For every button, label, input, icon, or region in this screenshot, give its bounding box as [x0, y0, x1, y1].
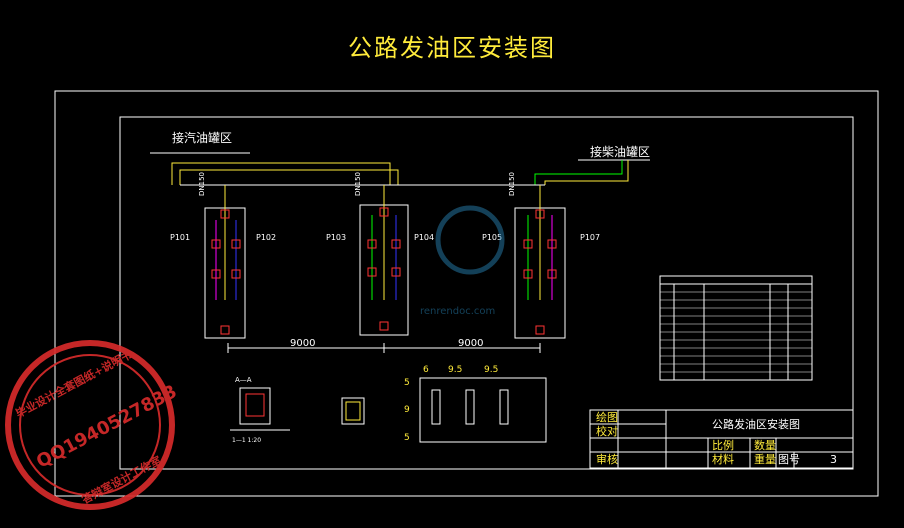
- svg-text:DN150: DN150: [354, 172, 362, 196]
- weight-label: 重量: [754, 452, 776, 466]
- sheet-number: 3: [830, 453, 837, 466]
- svg-text:9: 9: [404, 405, 410, 415]
- drawn-label: 绘图: [596, 410, 618, 424]
- title-block: 绘图 校对 审核 公路发油区安装图 比例 数量 材料 重量 图号 3: [589, 409, 854, 469]
- loading-bay-3: DN150 P105 P107: [482, 172, 600, 339]
- svg-text:9000: 9000: [290, 338, 315, 349]
- svg-text:9000: 9000: [458, 338, 483, 349]
- drawing-name: 公路发油区安装图: [712, 417, 800, 431]
- stamp: 毕业设计全套图纸+说明书 QQ1940527833 答辩室设计工作室: [5, 340, 180, 510]
- quantity-label: 数量: [754, 439, 776, 452]
- loading-bay-1: DN150 P101 P102: [170, 172, 276, 339]
- dimension-line: 9000 9000: [227, 338, 541, 353]
- svg-text:5: 5: [404, 433, 410, 443]
- pump-label: P104: [414, 233, 434, 242]
- svg-text:5: 5: [404, 378, 410, 388]
- fixture-detail: [341, 397, 365, 425]
- loading-bay-2: DN150 P103 P104: [326, 172, 434, 336]
- svg-text:9.5: 9.5: [448, 365, 462, 375]
- svg-text:renrendoc.com: renrendoc.com: [420, 306, 495, 317]
- pump-label: P107: [580, 233, 600, 242]
- svg-text:1—1 1:20: 1—1 1:20: [232, 437, 261, 444]
- svg-text:9.5: 9.5: [484, 365, 498, 375]
- svg-text:A—A: A—A: [235, 376, 252, 384]
- pump-label: P101: [170, 233, 190, 242]
- outer-frame: [54, 90, 879, 497]
- detail-section: A—A 1—1 1:20: [230, 376, 290, 444]
- label-gasoline-area: 接汽油罐区: [172, 130, 232, 145]
- label-diesel-area: 接柴油罐区: [590, 144, 650, 159]
- watermark-logo: renrendoc.com: [420, 205, 505, 317]
- checked-label: 校对: [596, 424, 618, 438]
- pump-label: P103: [326, 233, 346, 242]
- material-label: 材料: [712, 452, 734, 466]
- svg-text:DN150: DN150: [198, 172, 206, 196]
- inner-frame: [119, 116, 854, 470]
- foundation-detail: 6 9.5 9.5 5 9 5: [404, 365, 547, 443]
- reviewed-label: 审核: [596, 452, 618, 466]
- scale-label: 比例: [712, 438, 734, 452]
- svg-text:6: 6: [423, 365, 429, 375]
- materials-table: [659, 275, 813, 381]
- svg-text:DN150: DN150: [508, 172, 516, 196]
- sheet-label: 图号: [778, 453, 800, 466]
- pump-label: P105: [482, 233, 502, 242]
- drawing-title: 公路发油区安装图: [348, 34, 556, 62]
- pump-label: P102: [256, 233, 276, 242]
